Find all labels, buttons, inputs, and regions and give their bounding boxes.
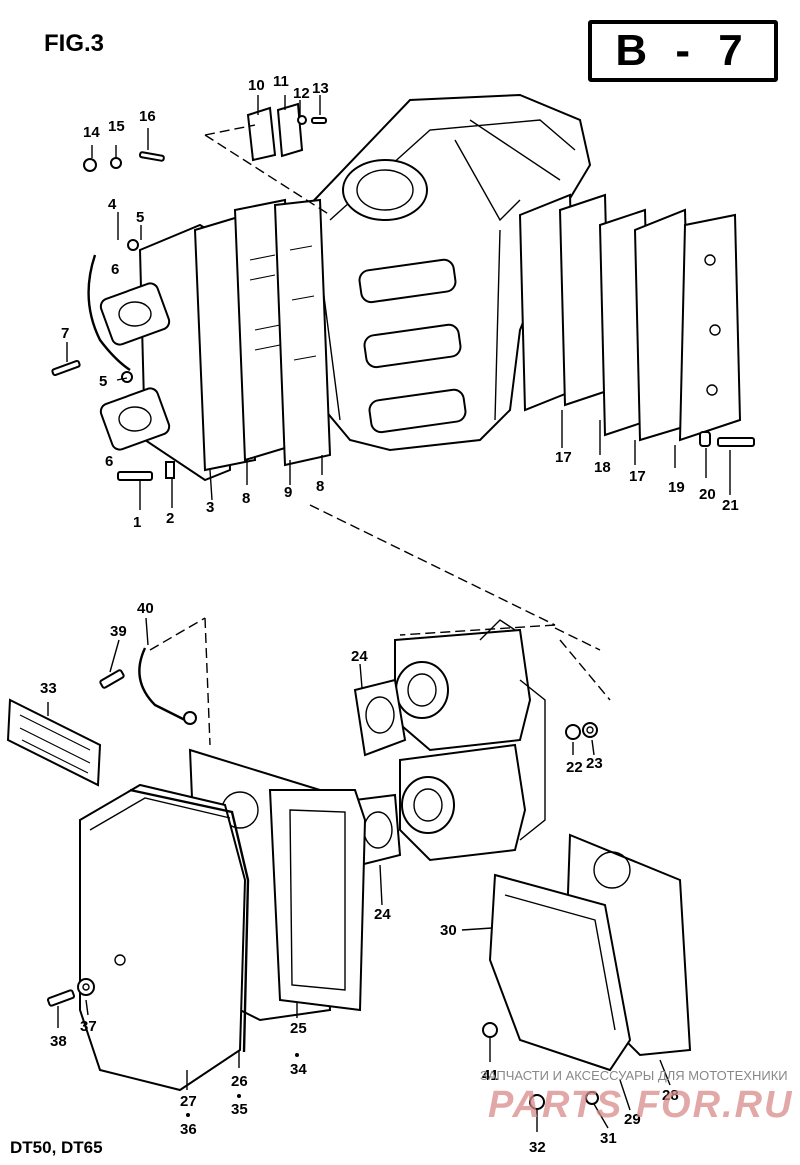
callout-38: 38 xyxy=(50,1033,67,1050)
callout-9: 9 xyxy=(284,484,292,501)
figure-label: FIG.3 xyxy=(44,30,105,57)
watermark-logo: PARTS FOR.RU xyxy=(488,1084,794,1126)
callout-27: 27 xyxy=(180,1093,197,1110)
callout-22: 22 xyxy=(566,759,583,776)
callout-labels: 1 2 3 4 5 5 6 6 7 8 8 9 10 11 12 13 14 1… xyxy=(40,73,739,1156)
callout-18: 18 xyxy=(594,459,611,476)
callout-34: 34 xyxy=(290,1061,307,1078)
callout-11: 11 xyxy=(273,73,289,90)
callout-29: 29 xyxy=(624,1111,641,1128)
carburetors xyxy=(394,619,546,862)
callout-31: 31 xyxy=(600,1130,617,1147)
callout-10: 10 xyxy=(248,77,265,94)
leader-lines-upper xyxy=(66,95,731,636)
watermark-text: ЗАПЧАСТИ И АКСЕССУАРЫ ДЛЯ МОТОТЕХНИКИ xyxy=(480,1068,788,1083)
nut-and-washer xyxy=(565,722,598,740)
callout-1: 1 xyxy=(133,514,141,531)
callout-37: 37 xyxy=(80,1018,97,1035)
callout-13: 13 xyxy=(312,80,329,97)
callout-24a: 24 xyxy=(351,648,368,665)
callout-7: 7 xyxy=(61,325,69,342)
callout-30: 30 xyxy=(440,922,457,939)
callout-6b: 6 xyxy=(105,453,113,470)
float-chamber-covers xyxy=(482,833,692,1110)
intake-silencer xyxy=(79,748,367,1092)
carburetor-gaskets xyxy=(353,678,407,867)
callout-32: 32 xyxy=(529,1139,546,1156)
callout-25: 25 xyxy=(290,1020,307,1037)
callout-17b: 17 xyxy=(629,468,646,485)
reed-valve-gaskets xyxy=(193,198,332,472)
callout-3: 3 xyxy=(206,499,214,516)
callout-8a: 8 xyxy=(242,490,250,507)
callout-41: 41 xyxy=(482,1067,499,1084)
callout-5b: 5 xyxy=(99,373,107,390)
leader-lines-lower xyxy=(47,617,671,1132)
callout-24b: 24 xyxy=(374,906,391,923)
callout-12: 12 xyxy=(293,85,310,102)
callout-33: 33 xyxy=(40,680,57,697)
callout-16: 16 xyxy=(139,108,156,125)
callout-19: 19 xyxy=(668,479,685,496)
callout-14: 14 xyxy=(83,124,100,141)
callout-39: 39 xyxy=(110,623,127,640)
silencer-bracket xyxy=(99,647,197,725)
callout-21: 21 xyxy=(722,497,739,514)
plate-number: B - 7 xyxy=(588,20,778,82)
reed-stops xyxy=(246,102,304,162)
callout-15: 15 xyxy=(108,118,125,135)
callout-36: 36 xyxy=(180,1121,197,1138)
callout-20: 20 xyxy=(699,486,716,503)
model-list: DT50, DT65 xyxy=(10,1138,103,1157)
callout-8b: 8 xyxy=(316,478,324,495)
cylinder-block xyxy=(298,93,592,452)
callout-28: 28 xyxy=(662,1087,679,1104)
bolts-and-nuts xyxy=(51,115,755,481)
callout-17a: 17 xyxy=(555,449,572,466)
caution-label xyxy=(6,698,102,787)
silencer-bolts xyxy=(46,978,95,1007)
callout-23: 23 xyxy=(586,755,603,772)
callout-26: 26 xyxy=(231,1073,248,1090)
callout-35: 35 xyxy=(231,1101,248,1118)
callout-5a: 5 xyxy=(136,209,144,226)
block-cover-gaskets xyxy=(518,193,742,442)
callout-6a: 6 xyxy=(111,261,119,278)
callout-4: 4 xyxy=(108,196,117,213)
callout-40: 40 xyxy=(137,600,154,617)
callout-2: 2 xyxy=(166,510,174,527)
